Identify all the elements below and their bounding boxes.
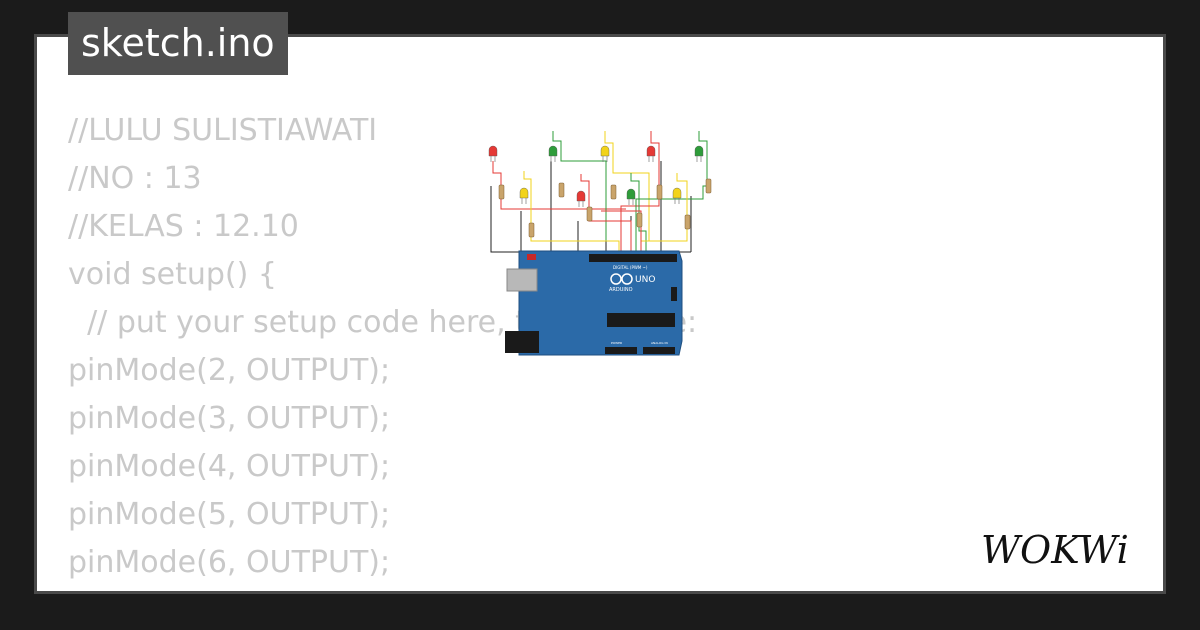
code-preview: //LULU SULISTIAWATI //NO : 13 //KELAS : 12… [68,107,697,591]
digital-header-label: DIGITAL (PWM ~) [613,265,648,270]
board-model: UNO [635,275,655,285]
preview-card: //LULU SULISTIAWATI //NO : 13 //KELAS : 12… [34,34,1166,594]
power-jack [505,331,539,353]
file-tab: sketch.ino [68,12,288,75]
analog-header [643,347,675,354]
led [600,145,610,162]
led [488,145,498,162]
power-label: POWER [611,341,622,345]
wokwi-logo: WOKWi [981,528,1129,572]
resistors [498,178,712,238]
led [694,145,704,162]
file-tab-name: sketch.ino [81,21,275,65]
wokwi-logo-text: WOKWi [981,528,1129,572]
digital-header [589,254,677,262]
led [646,145,656,162]
code-line: //NO : 13 [68,161,202,196]
code-line: pinMode(5, OUTPUT); [68,497,391,532]
code-line: pinMode(3, OUTPUT); [68,401,391,436]
power-header [605,347,637,354]
code-line: //LULU SULISTIAWATI [68,113,378,148]
icsp-header [671,287,677,301]
led [548,145,558,162]
board-brand: ARDUINO [609,287,633,293]
code-line: pinMode(4, OUTPUT); [68,449,391,484]
arduino-uno-board: DIGITAL (PWM ~) UNO ARDUINO POWER ANALOG… [505,250,683,356]
code-line: pinMode(7, OUTPUT); [68,587,697,591]
code-line: void setup() { [68,257,277,292]
usb-port [506,268,538,292]
led [672,187,682,204]
led-array [488,145,704,207]
led [626,188,636,205]
atmega-chip [607,313,675,327]
reset-button [527,254,536,260]
led [519,187,529,204]
circuit-diagram: DIGITAL (PWM ~) UNO ARDUINO POWER ANALOG… [488,131,712,356]
code-line: pinMode(6, OUTPUT); [68,545,391,580]
arduino-logo-icon [610,273,633,285]
code-line: //KELAS : 12.10 [68,209,299,244]
led [576,190,586,207]
code-line: pinMode(2, OUTPUT); [68,353,391,388]
analog-label: ANALOG IN [651,341,668,345]
